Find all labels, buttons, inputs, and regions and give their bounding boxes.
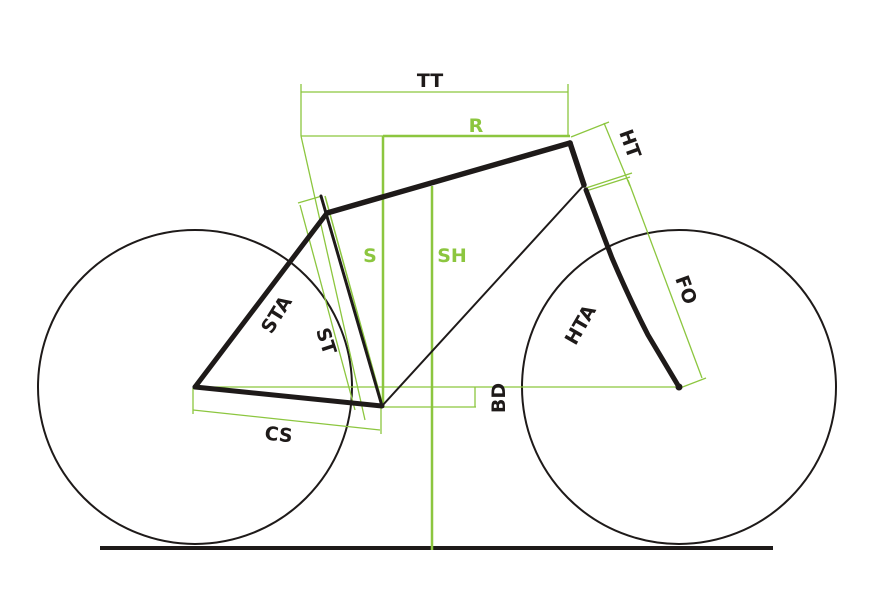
fork xyxy=(583,187,682,390)
chain-stay xyxy=(192,384,385,409)
st-extension xyxy=(300,135,366,421)
label-s: S xyxy=(363,245,377,267)
label-st: ST xyxy=(311,325,340,357)
top-tube xyxy=(324,140,573,216)
fo-dimension xyxy=(627,179,703,379)
seat-stay xyxy=(192,210,330,390)
front-axle xyxy=(675,383,683,391)
label-fo: FO xyxy=(670,272,701,307)
label-bd: BD xyxy=(488,383,510,413)
label-ht: HT xyxy=(614,127,645,162)
bike-frame xyxy=(192,140,683,409)
head-tube xyxy=(567,140,587,188)
cs-dimension xyxy=(192,409,381,431)
dimension-lines xyxy=(192,84,707,550)
label-r: R xyxy=(469,115,484,137)
down-tube xyxy=(381,184,585,407)
label-cs: CS xyxy=(264,423,294,448)
label-sh: SH xyxy=(437,245,467,267)
seat-tube xyxy=(319,194,384,408)
label-tt: TT xyxy=(417,70,443,92)
label-hta: HTA xyxy=(561,301,601,349)
